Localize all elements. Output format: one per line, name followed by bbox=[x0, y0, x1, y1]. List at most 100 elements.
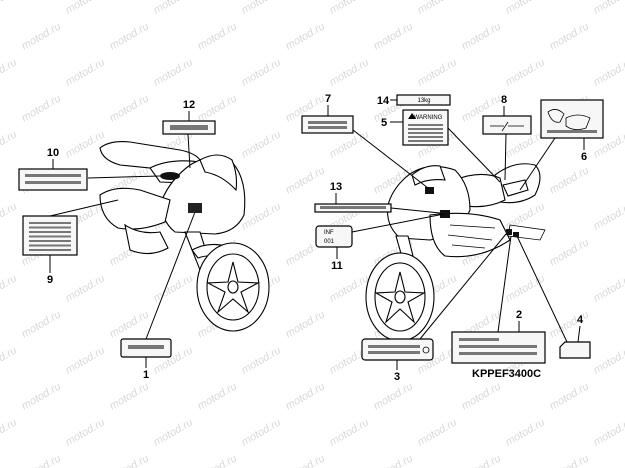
watermark-text: motod.ru bbox=[284, 20, 328, 52]
label-8 bbox=[482, 115, 532, 135]
watermark-text: motod.ru bbox=[592, 56, 625, 88]
watermark-text: motod.ru bbox=[64, 0, 108, 17]
watermark-text: motod.ru bbox=[504, 416, 548, 448]
label-5-text: WARNING bbox=[414, 115, 443, 121]
watermark-text: motod.ru bbox=[504, 272, 548, 304]
watermark-text: motod.ru bbox=[416, 416, 460, 448]
watermark-text: motod.ru bbox=[64, 416, 108, 448]
label-10 bbox=[18, 168, 88, 191]
watermark-text: motod.ru bbox=[0, 128, 19, 160]
label-line bbox=[408, 132, 443, 134]
watermark-text: motod.ru bbox=[548, 308, 592, 340]
watermark-text: motod.ru bbox=[372, 452, 416, 468]
watermark-text: motod.ru bbox=[284, 380, 328, 412]
watermark-text: motod.ru bbox=[548, 380, 592, 412]
watermark-text: motod.ru bbox=[64, 272, 108, 304]
watermark-text: motod.ru bbox=[152, 0, 196, 17]
callout-10: 10 bbox=[47, 147, 59, 159]
callout-8: 8 bbox=[501, 94, 507, 106]
label-11-text-1: INF bbox=[324, 230, 334, 236]
watermark-text: motod.ru bbox=[0, 200, 19, 232]
watermark-text: motod.ru bbox=[592, 344, 625, 376]
watermark-text: motod.ru bbox=[20, 452, 64, 468]
watermark-text: motod.ru bbox=[328, 0, 372, 17]
watermark-text: motod.ru bbox=[592, 416, 625, 448]
watermark-text: motod.ru bbox=[592, 272, 625, 304]
watermark-text: motod.ru bbox=[592, 200, 625, 232]
label-11: INF 001 bbox=[315, 225, 353, 248]
watermark-text: motod.ru bbox=[64, 344, 108, 376]
watermark-text: motod.ru bbox=[240, 200, 284, 232]
watermark-text: motod.ru bbox=[20, 380, 64, 412]
leader-lines bbox=[49, 127, 568, 343]
label-14-text: 13kg bbox=[417, 98, 430, 104]
watermark-text: motod.ru bbox=[504, 56, 548, 88]
label-line bbox=[29, 226, 71, 229]
label-7 bbox=[301, 115, 354, 134]
watermark-text: motod.ru bbox=[0, 272, 19, 304]
watermark-text: motod.ru bbox=[548, 20, 592, 52]
watermark-text: motod.ru bbox=[328, 56, 372, 88]
callout-11: 11 bbox=[331, 260, 343, 272]
callout-12: 12 bbox=[183, 99, 195, 111]
label-12 bbox=[162, 120, 216, 135]
callout-4: 4 bbox=[577, 314, 584, 326]
label-line bbox=[408, 124, 443, 126]
watermark-text: motod.ru bbox=[108, 380, 152, 412]
label-3 bbox=[361, 338, 434, 361]
label-5: WARNING bbox=[402, 109, 449, 146]
callout-13: 13 bbox=[330, 181, 342, 193]
watermark-text: motod.ru bbox=[20, 308, 64, 340]
watermark-text: motod.ru bbox=[108, 92, 152, 124]
watermark-text: motod.ru bbox=[64, 56, 108, 88]
label-line bbox=[29, 231, 71, 233]
watermark-text: motod.ru bbox=[0, 344, 19, 376]
watermark-text: motod.ru bbox=[548, 164, 592, 196]
watermark-text: motod.ru bbox=[240, 0, 284, 17]
watermark-text: motod.ru bbox=[460, 452, 504, 468]
watermark-text: motod.ru bbox=[152, 272, 196, 304]
watermark-text: motod.ru bbox=[504, 0, 548, 17]
watermark-text: motod.ru bbox=[20, 20, 64, 52]
watermark-text: motod.ru bbox=[108, 308, 152, 340]
watermark-text: motod.ru bbox=[152, 416, 196, 448]
watermark-text: motod.ru bbox=[328, 416, 372, 448]
callout-9: 9 bbox=[47, 274, 53, 286]
watermark-text: motod.ru bbox=[108, 20, 152, 52]
watermark-text: motod.ru bbox=[240, 128, 284, 160]
left-motorcycle bbox=[99, 141, 270, 332]
figure-code: KPPEF3400C bbox=[472, 368, 541, 380]
watermark-text: motod.ru bbox=[0, 0, 19, 17]
watermark-text: motod.ru bbox=[0, 416, 19, 448]
watermark-text: motod.ru bbox=[416, 0, 460, 17]
watermark-text: motod.ru bbox=[196, 20, 240, 52]
watermark-text: motod.ru bbox=[284, 452, 328, 468]
watermark-text: motod.ru bbox=[328, 272, 372, 304]
watermark-text: motod.ru bbox=[20, 92, 64, 124]
callout-14: 14 bbox=[377, 95, 390, 107]
label-14: 13kg bbox=[396, 94, 451, 106]
watermark-text: motod.ru bbox=[284, 308, 328, 340]
callout-5: 5 bbox=[381, 117, 387, 129]
callout-7: 7 bbox=[325, 93, 331, 105]
label-11-text-2: 001 bbox=[324, 239, 335, 245]
watermark-text: motod.ru bbox=[152, 56, 196, 88]
watermark-text: motod.ru bbox=[240, 56, 284, 88]
label-2 bbox=[451, 331, 546, 364]
watermark-text: motod.ru bbox=[284, 164, 328, 196]
label-9 bbox=[22, 215, 78, 256]
watermark-text: motod.ru bbox=[196, 452, 240, 468]
watermark-text: motod.ru bbox=[548, 452, 592, 468]
watermark-text: motod.ru bbox=[460, 380, 504, 412]
watermark-text: motod.ru bbox=[0, 56, 19, 88]
label-line bbox=[29, 222, 71, 224]
watermark-text: motod.ru bbox=[372, 380, 416, 412]
watermark-text: motod.ru bbox=[460, 20, 504, 52]
callout-numbers: 12 10 9 1 7 14 5 8 6 13 11 3 2 4 bbox=[47, 93, 587, 383]
watermark-text: motod.ru bbox=[108, 452, 152, 468]
label-13 bbox=[314, 203, 392, 213]
watermark-text: motod.ru bbox=[196, 380, 240, 412]
watermark-text: motod.ru bbox=[548, 236, 592, 268]
